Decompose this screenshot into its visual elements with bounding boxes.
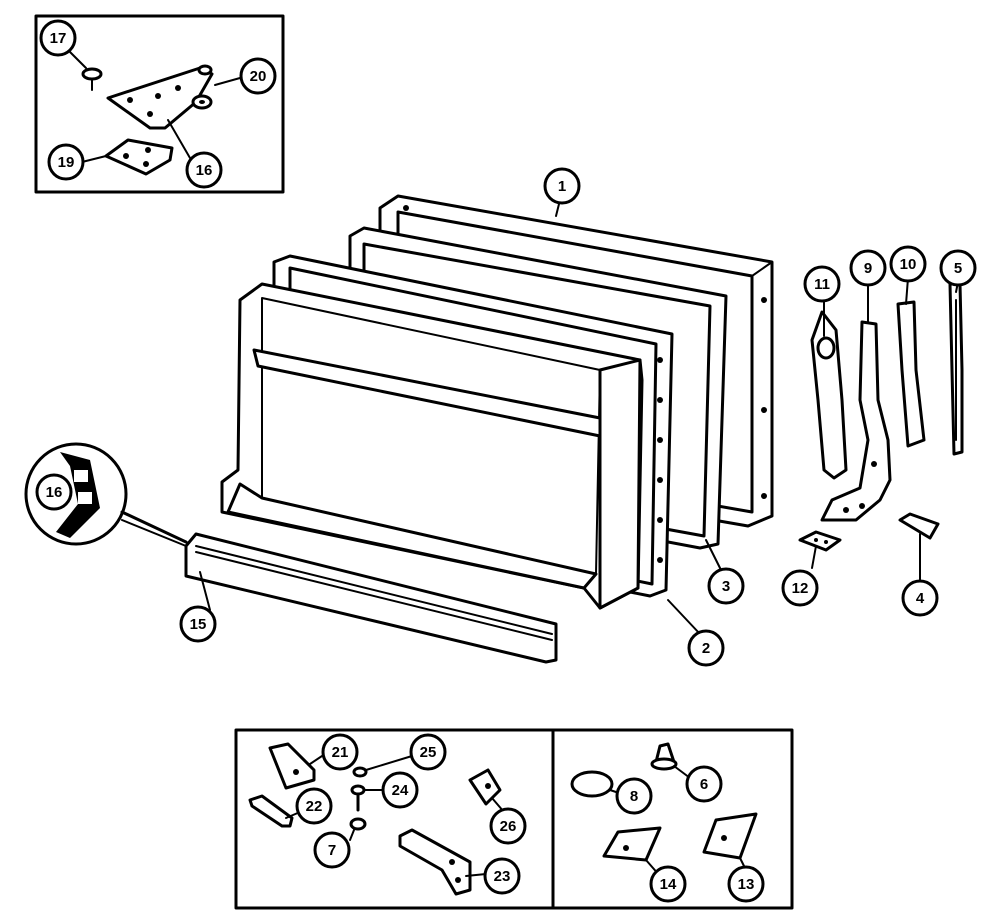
callout-2: 2 xyxy=(687,629,725,667)
callout-label: 20 xyxy=(250,68,267,85)
callout-label: 25 xyxy=(420,744,437,761)
callout-8: 8 xyxy=(615,777,653,815)
detail-circle xyxy=(24,442,188,547)
callout-1: 1 xyxy=(543,167,581,205)
callout-label: 21 xyxy=(332,744,349,761)
bumper-part xyxy=(650,742,678,771)
callout-12: 12 xyxy=(781,569,819,607)
callout-label: 10 xyxy=(900,256,917,273)
handle-trim-part xyxy=(810,310,848,480)
callout-label: 23 xyxy=(494,868,511,885)
callout-5: 5 xyxy=(939,249,977,287)
callout-label: 22 xyxy=(306,798,323,815)
latch-plate-part xyxy=(268,742,316,790)
callout-13: 13 xyxy=(727,865,765,903)
callout-24: 24 xyxy=(381,771,419,809)
callout-label: 3 xyxy=(722,578,730,595)
callout-label: 14 xyxy=(660,876,677,893)
callout-16b: 16 xyxy=(35,473,73,511)
cover-part xyxy=(898,512,940,540)
plug-part xyxy=(570,770,614,798)
shim-part xyxy=(104,138,174,176)
callout-label: 5 xyxy=(954,260,962,277)
callout-label: 13 xyxy=(738,876,755,893)
callout-label: 4 xyxy=(916,590,925,607)
callout-label: 26 xyxy=(500,818,517,835)
callout-16a: 16 xyxy=(185,151,223,189)
door-liner xyxy=(220,282,644,610)
callout-label: 2 xyxy=(702,640,710,657)
callout-label: 1 xyxy=(558,178,566,195)
callout-label: 8 xyxy=(630,788,638,805)
callout-19: 19 xyxy=(47,143,85,181)
washer-part xyxy=(191,94,213,110)
latch-part xyxy=(398,828,472,896)
callout-15: 15 xyxy=(179,605,217,643)
callout-10: 10 xyxy=(889,245,927,283)
handle-bracket-part xyxy=(820,320,892,522)
callout-11: 11 xyxy=(803,265,841,303)
callout-label: 7 xyxy=(328,842,336,859)
callout-label: 24 xyxy=(392,782,409,799)
callout-6: 6 xyxy=(685,765,723,803)
callout-22: 22 xyxy=(295,787,333,825)
callout-label: 16 xyxy=(196,162,213,179)
callout-7: 7 xyxy=(313,831,351,869)
hinge-cover-left-part xyxy=(602,826,662,862)
callout-label: 11 xyxy=(814,276,830,293)
callout-17: 17 xyxy=(39,19,77,57)
screw-part xyxy=(81,67,103,91)
bracket-part xyxy=(468,768,502,806)
clip-part xyxy=(798,530,842,552)
callout-3: 3 xyxy=(707,567,745,605)
handle-cap-part xyxy=(896,300,926,448)
callout-14: 14 xyxy=(649,865,687,903)
handle-strip-part xyxy=(948,282,964,456)
callout-label: 12 xyxy=(792,580,809,597)
callout-label: 6 xyxy=(700,776,708,793)
callout-20: 20 xyxy=(239,57,277,95)
strike-part xyxy=(248,794,294,828)
callout-label: 9 xyxy=(864,260,872,277)
callout-label: 17 xyxy=(50,30,67,47)
callout-23: 23 xyxy=(483,857,521,895)
callout-25: 25 xyxy=(409,733,447,771)
callout-9: 9 xyxy=(849,249,887,287)
door-shelf-bar xyxy=(184,532,558,664)
callout-label: 15 xyxy=(190,616,207,633)
callout-21: 21 xyxy=(321,733,359,771)
callout-4: 4 xyxy=(901,579,939,617)
hinge-cover-right-part xyxy=(702,812,758,860)
callout-26: 26 xyxy=(489,807,527,845)
callout-label: 16 xyxy=(46,484,63,501)
callout-label: 19 xyxy=(58,154,75,171)
